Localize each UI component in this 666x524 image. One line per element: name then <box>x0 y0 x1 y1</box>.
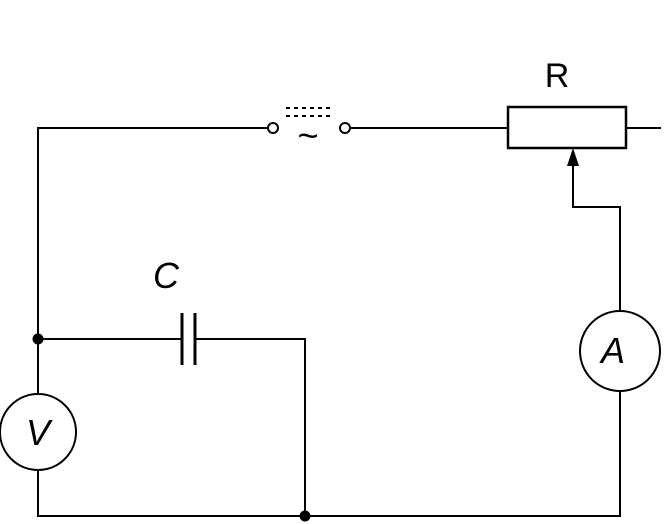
ac-terminal-left <box>267 122 279 134</box>
ac-source: ~ <box>267 107 351 156</box>
wire-capacitor-right <box>194 338 306 517</box>
ac-terminal-right <box>339 122 351 134</box>
resistor-body <box>506 105 628 150</box>
voltmeter-circle <box>0 393 77 471</box>
resistor: R <box>506 57 628 150</box>
voltmeter-label: V <box>26 412 53 453</box>
capacitor: C <box>153 255 197 365</box>
ac-source-symbol: ~ <box>297 115 318 156</box>
junction-node-left <box>32 333 44 345</box>
resistor-label: R <box>545 57 570 95</box>
rheostat-slider <box>567 148 621 311</box>
ammeter: A <box>579 310 661 392</box>
slider-arrow-head <box>567 148 579 166</box>
ammeter-label: A <box>599 330 625 371</box>
capacitor-label: C <box>153 255 180 296</box>
voltmeter: V <box>0 393 77 471</box>
slider-wire <box>572 161 621 311</box>
junction-node-bottom <box>299 510 311 522</box>
